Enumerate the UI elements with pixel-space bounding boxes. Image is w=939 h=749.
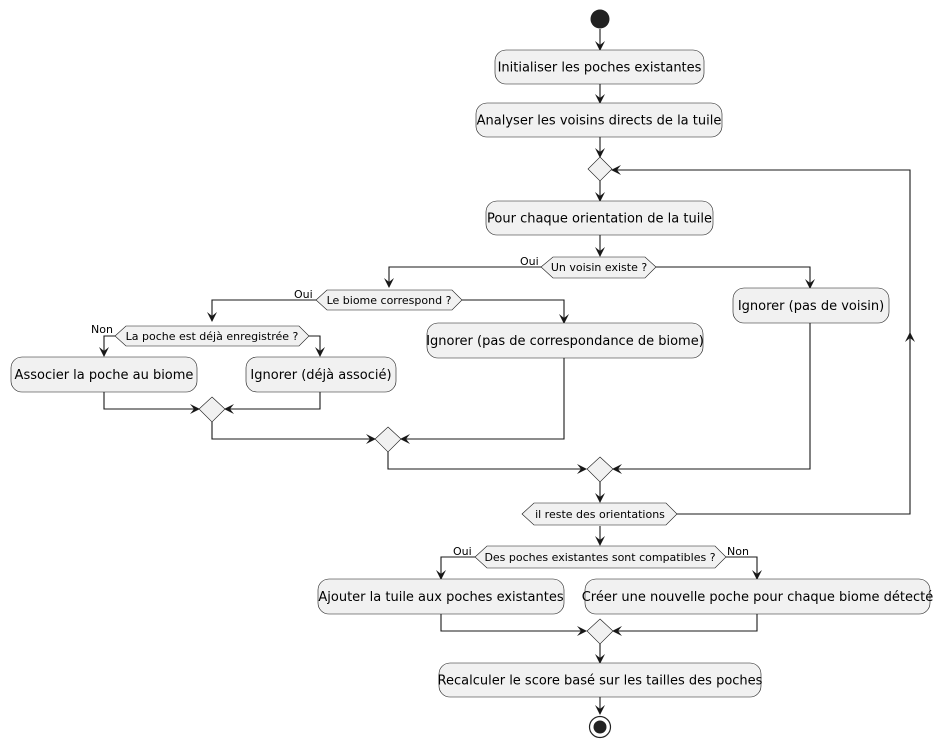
label-pocket-no: Non [91,323,113,336]
activity-init: Initialiser les poches existantes [494,49,705,85]
activity-for-each: Pour chaque orientation de la tuile [485,200,714,236]
activity-analyze: Analyser les voisins directs de la tuile [475,102,723,138]
edges [99,29,915,715]
svg-text:Ajouter la tuile aux poches ex: Ajouter la tuile aux poches existantes [318,590,563,605]
label-neighbor-yes: Oui [520,255,539,268]
condition-pocket-registered: La poche est déjà enregistrée ? [114,325,310,347]
svg-text:il reste des orientations: il reste des orientations [535,508,665,521]
svg-text:Le biome correspond ?: Le biome correspond ? [327,294,452,307]
activity-ignore-already: Ignorer (déjà associé) [245,356,397,393]
merge-neighbor-diamond [586,456,614,483]
activity-ignore-no-match: Ignorer (pas de correspondance de biome) [426,322,704,359]
svg-text:Pour chaque orientation de la: Pour chaque orientation de la tuile [487,212,712,227]
svg-text:Analyser les voisins directs d: Analyser les voisins directs de la tuile [477,114,722,129]
svg-text:Ignorer (pas de correspondance: Ignorer (pas de correspondance de biome) [426,334,704,349]
svg-text:Créer une nouvelle poche pour: Créer une nouvelle poche pour chaque bio… [582,590,934,605]
end-node [588,715,612,739]
activity-add-tile: Ajouter la tuile aux poches existantes [317,578,565,615]
svg-text:Un voisin existe ?: Un voisin existe ? [551,261,648,274]
activity-recalc: Recalculer le score basé sur les tailles… [438,662,763,698]
svg-text:La poche est déjà enregistrée: La poche est déjà enregistrée ? [126,330,299,343]
svg-text:Ignorer (pas de voisin): Ignorer (pas de voisin) [738,299,884,314]
activity-ignore-no-neighbor: Ignorer (pas de voisin) [732,287,890,324]
merge-pocket-diamond [198,396,226,423]
condition-neighbor-exists: Un voisin existe ? [540,256,657,279]
activity-associate: Associer la poche au biome [10,356,198,393]
merge-compatible-diamond [586,618,614,645]
svg-text:Initialiser les poches existan: Initialiser les poches existantes [498,61,702,76]
svg-text:Associer la poche au biome: Associer la poche au biome [15,368,194,383]
condition-biome-matches: Le biome correspond ? [315,289,463,311]
condition-loop: il reste des orientations [521,502,678,526]
loop-start-diamond [587,156,613,182]
label-compatible-yes: Oui [453,545,472,558]
label-compatible-no: Non [727,545,749,558]
merge-biome-diamond [374,426,402,453]
svg-text:Des poches existantes sont com: Des poches existantes sont compatibles ? [484,551,715,564]
start-node [590,9,610,29]
svg-text:Ignorer (déjà associé): Ignorer (déjà associé) [250,368,391,383]
label-biome-yes: Oui [294,288,313,301]
activity-create-pocket: Créer une nouvelle poche pour chaque bio… [582,578,934,615]
svg-text:Recalculer le score basé sur l: Recalculer le score basé sur les tailles… [438,674,763,689]
condition-compatible: Des poches existantes sont compatibles ? [474,545,727,569]
